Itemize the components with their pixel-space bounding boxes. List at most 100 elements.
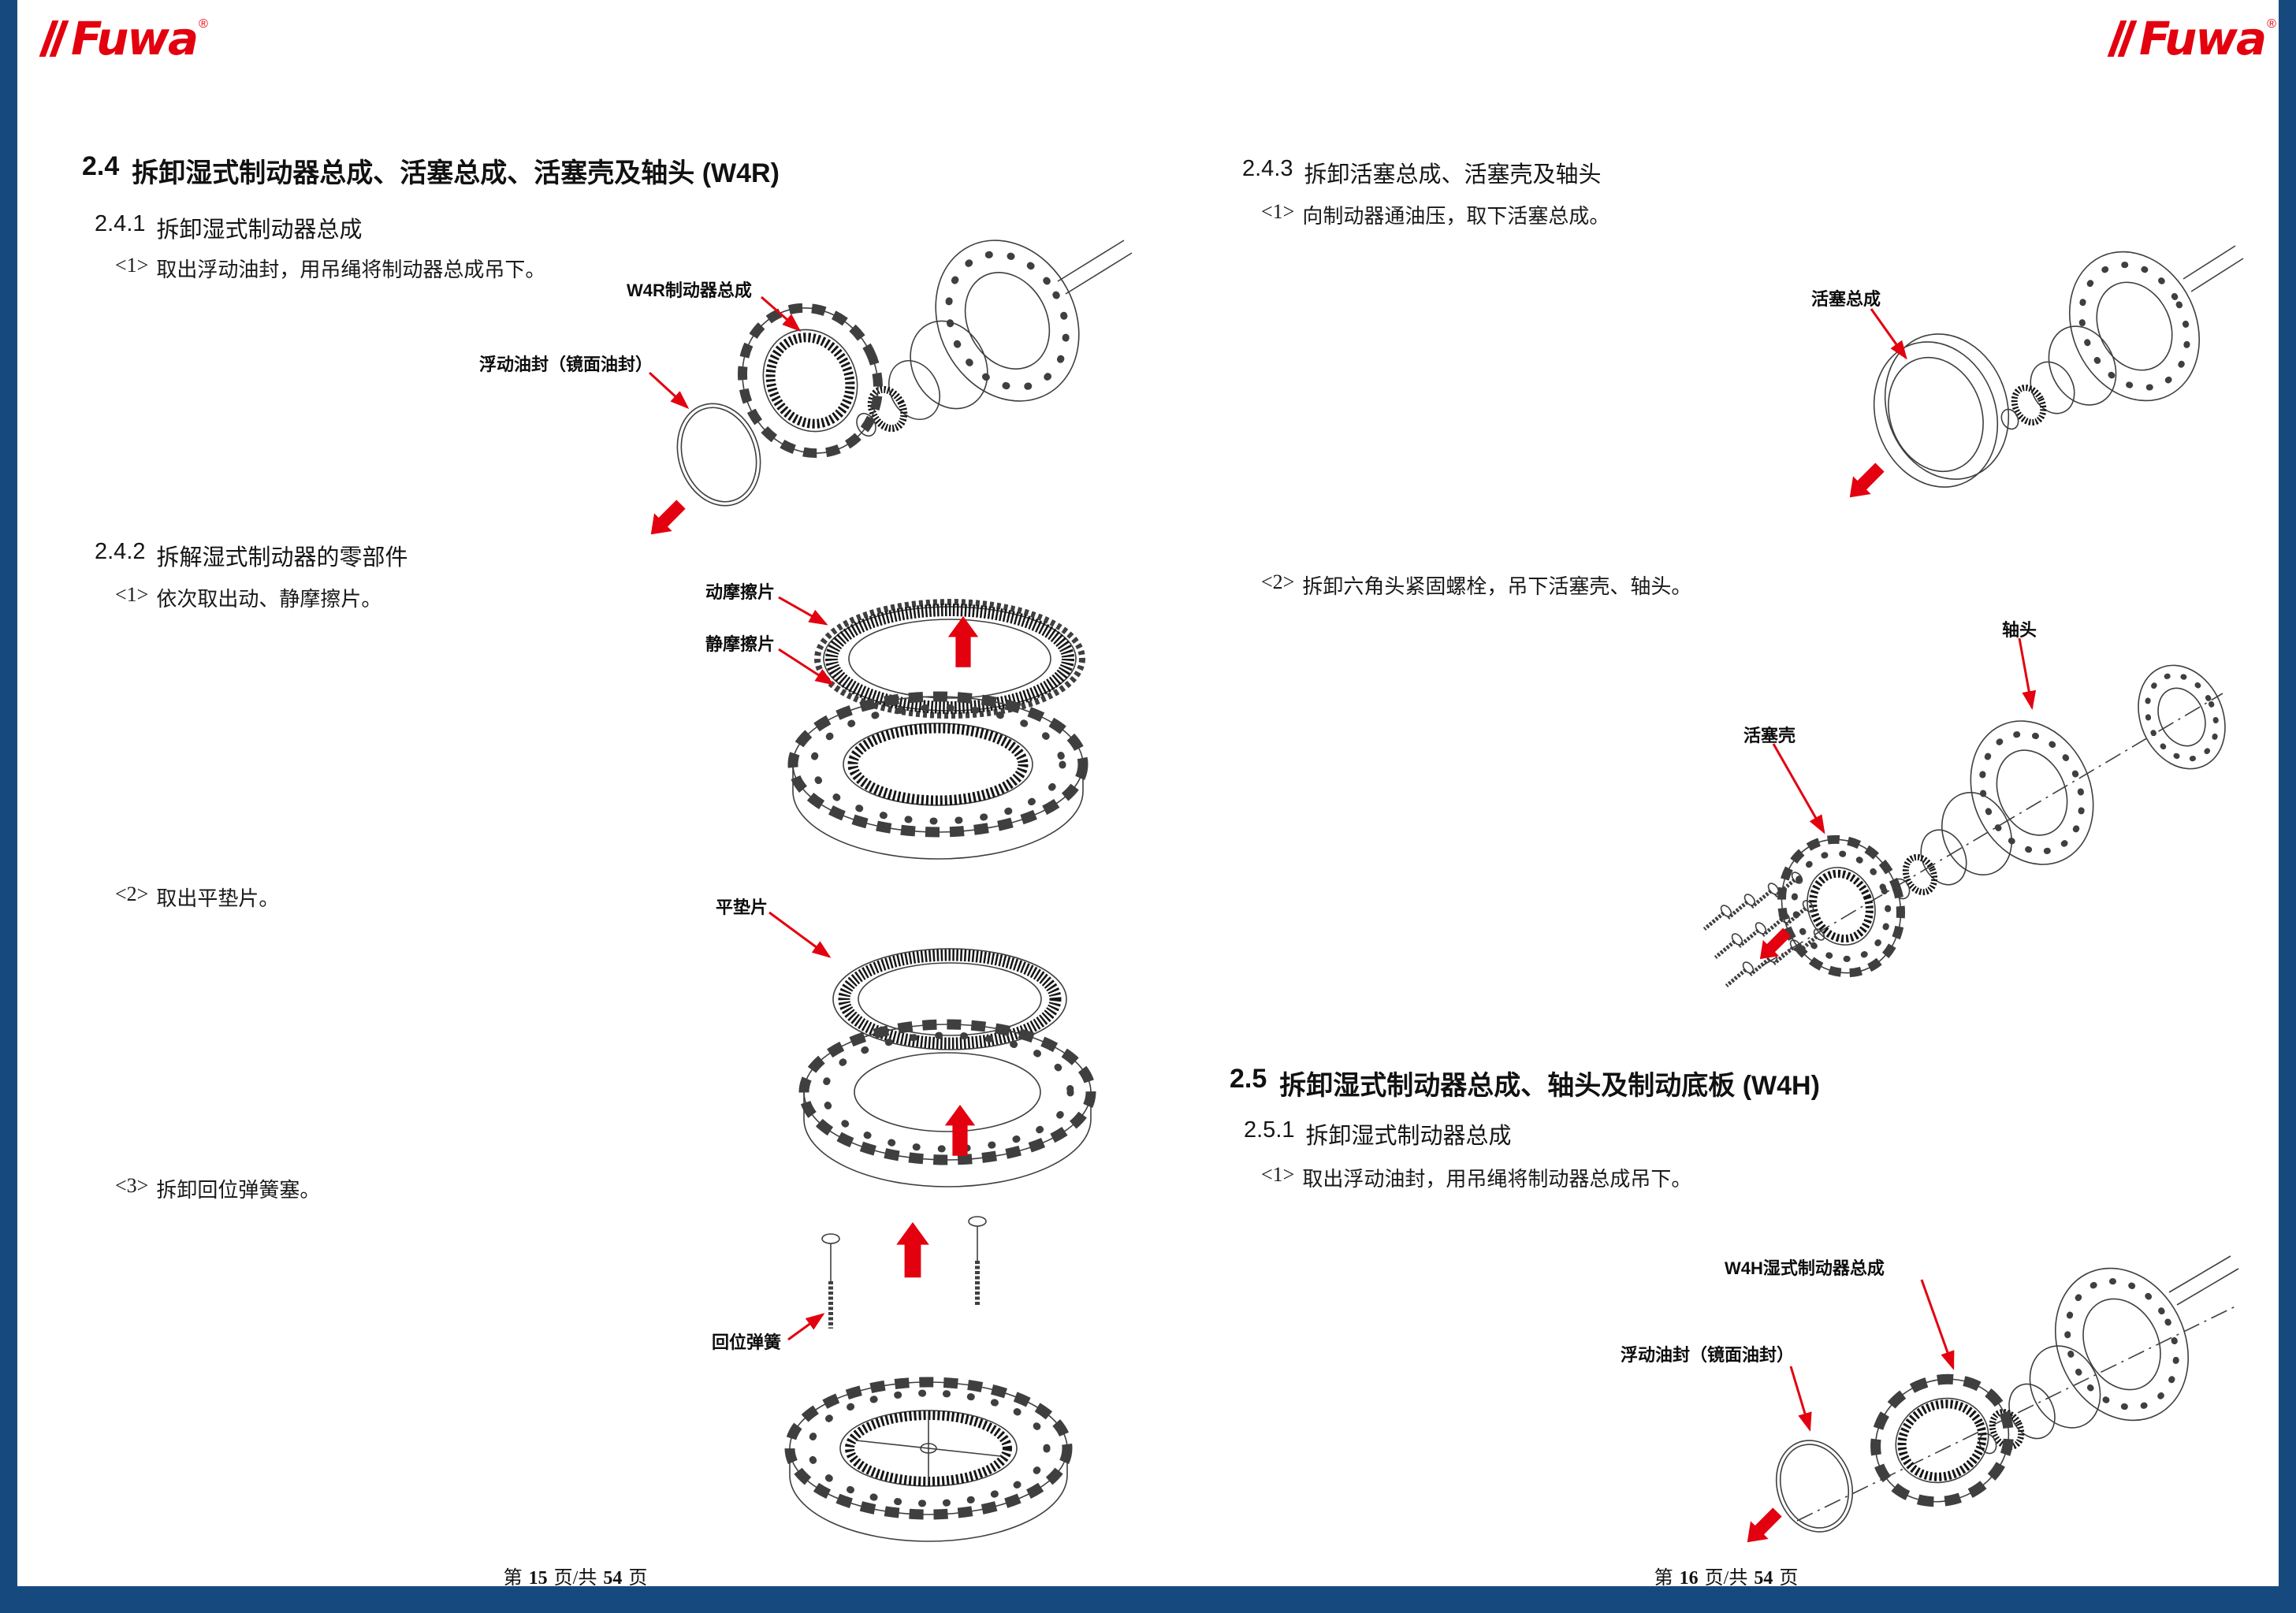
section-heading-2-4-2: 2.4.2 拆解湿式制动器的零部件 xyxy=(95,539,408,572)
step-2-4-3-1: <1> 向制动器通油压，取下活塞总成。 xyxy=(1261,200,1609,229)
bottom-blue-bar xyxy=(0,1586,2296,1613)
piston-housing-axle-drawing xyxy=(1702,637,2226,988)
part-label-brake-assembly: W4R制动器总成 xyxy=(627,281,752,300)
return-spring-bolt xyxy=(821,1233,840,1329)
line-art xyxy=(784,1216,1073,1542)
hex-bolts xyxy=(1702,872,1825,988)
footer-mid: 页/共 xyxy=(553,1568,597,1589)
step-number: <1> xyxy=(1261,1163,1295,1186)
section-heading-2-4-3: 2.4.3 拆卸活塞总成、活塞壳及轴头 xyxy=(1242,156,1602,189)
section-title: 拆卸活塞总成、活塞壳及轴头 xyxy=(1304,162,1602,188)
step-2-4-3-2: <2> 拆卸六角头紧固螺栓，吊下活塞壳、轴头。 xyxy=(1261,570,1691,600)
friction-discs-drawing xyxy=(778,596,1088,860)
footer-prefix: 第 xyxy=(1654,1568,1673,1589)
flat-washer-drawing xyxy=(768,911,1096,1187)
lift-direction-arrow-icon xyxy=(896,1222,929,1278)
logo-text: Fuwa xyxy=(2139,12,2267,65)
section-title: 拆解湿式制动器的零部件 xyxy=(156,545,408,570)
fuwa-logo-left: Fuwa ® xyxy=(39,12,208,65)
footer-total-pages: 54 xyxy=(1754,1568,1773,1589)
leader-arrows xyxy=(1772,637,2037,834)
logo-bars-icon xyxy=(39,20,69,57)
section-heading-2-5-1: 2.5.1 拆卸湿式制动器总成 xyxy=(1244,1117,1512,1150)
part-label-piston-housing: 活塞壳 xyxy=(1743,726,1796,745)
return-springs-drawing xyxy=(784,1216,1073,1542)
leader-arrows xyxy=(778,596,835,686)
figure-flat-washer: 平垫片 xyxy=(694,881,1135,1196)
logo-registered-mark: ® xyxy=(2267,17,2276,31)
figure-w4r-brake-assembly: W4R制动器总成 浮动油封（镜面油封） xyxy=(473,201,1135,556)
part-label-floating-seal: 浮动油封（镜面油封） xyxy=(1621,1345,1795,1365)
logo-registered-mark: ® xyxy=(199,17,208,31)
step-text: 取出浮动油封，用吊绳将制动器总成吊下。 xyxy=(1302,1168,1692,1191)
right-blue-bar xyxy=(2279,0,2296,1613)
leader-arrows xyxy=(1789,1279,1955,1432)
part-label-floating-seal: 浮动油封（镜面油封） xyxy=(479,355,653,374)
figure-w4h-brake-assembly: W4H湿式制动器总成 浮动油封（镜面油封） xyxy=(1608,1180,2262,1551)
remove-direction-arrow-icon xyxy=(1849,463,1885,498)
step-text: 拆卸回位弹簧塞。 xyxy=(156,1179,321,1202)
step-2-4-2-2: <2> 取出平垫片。 xyxy=(115,883,279,912)
line-art xyxy=(676,240,1133,507)
line-art xyxy=(798,948,1096,1187)
step-number: <3> xyxy=(115,1174,149,1197)
step-number: <1> xyxy=(1261,200,1295,223)
section-number: 2.4.2 xyxy=(95,539,146,564)
part-label-w4h-brake-assembly: W4H湿式制动器总成 xyxy=(1725,1258,1885,1278)
section-title: 拆卸湿式制动器总成 xyxy=(1305,1124,1512,1149)
lift-direction-arrow-icon xyxy=(944,1104,976,1156)
leader-arrows xyxy=(768,911,832,958)
part-label-axle-head: 轴头 xyxy=(2002,620,2037,640)
figure-piston-housing-axle: 轴头 活塞壳 xyxy=(1655,597,2262,1039)
remove-direction-arrow-icon xyxy=(650,500,686,535)
footer-mid: 页/共 xyxy=(1704,1568,1748,1589)
leader-arrows xyxy=(787,1313,825,1341)
section-number: 2.5.1 xyxy=(1244,1117,1295,1143)
section-number: 2.4.1 xyxy=(95,211,146,236)
figure-return-springs: 回位弹簧 xyxy=(676,1212,1133,1551)
footer-page-number: 16 xyxy=(1679,1568,1699,1589)
footer-page-number: 15 xyxy=(528,1568,548,1589)
w4r-brake-exploded-drawing xyxy=(648,240,1133,535)
step-2-4-2-1: <1> 依次取出动、静摩擦片。 xyxy=(115,583,381,612)
part-label-return-spring: 回位弹簧 xyxy=(712,1332,782,1352)
figure-piston-assembly: 活塞总成 xyxy=(1789,203,2246,518)
section-heading-2-4-1: 2.4.1 拆卸湿式制动器总成 xyxy=(95,211,363,244)
remove-direction-arrow-icon xyxy=(1759,927,1792,960)
lift-direction-arrow-icon xyxy=(947,615,979,667)
w4h-brake-exploded-drawing xyxy=(1747,1255,2239,1543)
step-text: 依次取出动、静摩擦片。 xyxy=(156,588,382,611)
line-art xyxy=(1873,245,2244,488)
footer-prefix: 第 xyxy=(503,1568,523,1589)
step-number: <2> xyxy=(1261,570,1295,593)
step-number: <1> xyxy=(115,583,149,606)
step-number: <1> xyxy=(115,254,149,277)
leader-arrows xyxy=(648,295,802,410)
section-number: 2.4.3 xyxy=(1242,156,1293,181)
return-spring-bolt xyxy=(968,1216,987,1306)
leader-arrows xyxy=(1870,308,1907,360)
piston-assembly-drawing xyxy=(1849,245,2244,498)
step-text: 取出平垫片。 xyxy=(156,887,280,910)
section-title: 拆卸湿式制动器总成 xyxy=(156,217,363,243)
part-label-static-disc: 静摩擦片 xyxy=(705,634,776,654)
part-label-dynamic-disc: 动摩擦片 xyxy=(705,582,776,602)
remove-direction-arrow-icon xyxy=(1747,1507,1782,1543)
section-title: 拆卸湿式制动器总成、轴头及制动底板 (W4H) xyxy=(1279,1071,1820,1101)
left-blue-bar xyxy=(0,0,17,1613)
step-2-4-2-3: <3> 拆卸回位弹簧塞。 xyxy=(115,1174,320,1203)
step-2-5-1-1: <1> 取出浮动油封，用吊绳将制动器总成吊下。 xyxy=(1261,1163,1691,1192)
footer-suffix: 页 xyxy=(1779,1568,1799,1589)
section-title: 拆卸湿式制动器总成、活塞总成、活塞壳及轴头 (W4R) xyxy=(132,158,780,188)
line-art xyxy=(787,599,1088,860)
logo-bars-icon xyxy=(2107,20,2138,57)
step-2-4-1-1: <1> 取出浮动油封，用吊绳将制动器总成吊下。 xyxy=(115,254,545,283)
figure-friction-discs: 动摩擦片 静摩擦片 xyxy=(678,566,1135,873)
logo-text: Fuwa xyxy=(71,12,199,65)
step-number: <2> xyxy=(115,883,149,905)
fuwa-logo-right: Fuwa ® xyxy=(2107,12,2276,65)
step-text: 拆卸六角头紧固螺栓，吊下活塞壳、轴头。 xyxy=(1302,575,1692,598)
